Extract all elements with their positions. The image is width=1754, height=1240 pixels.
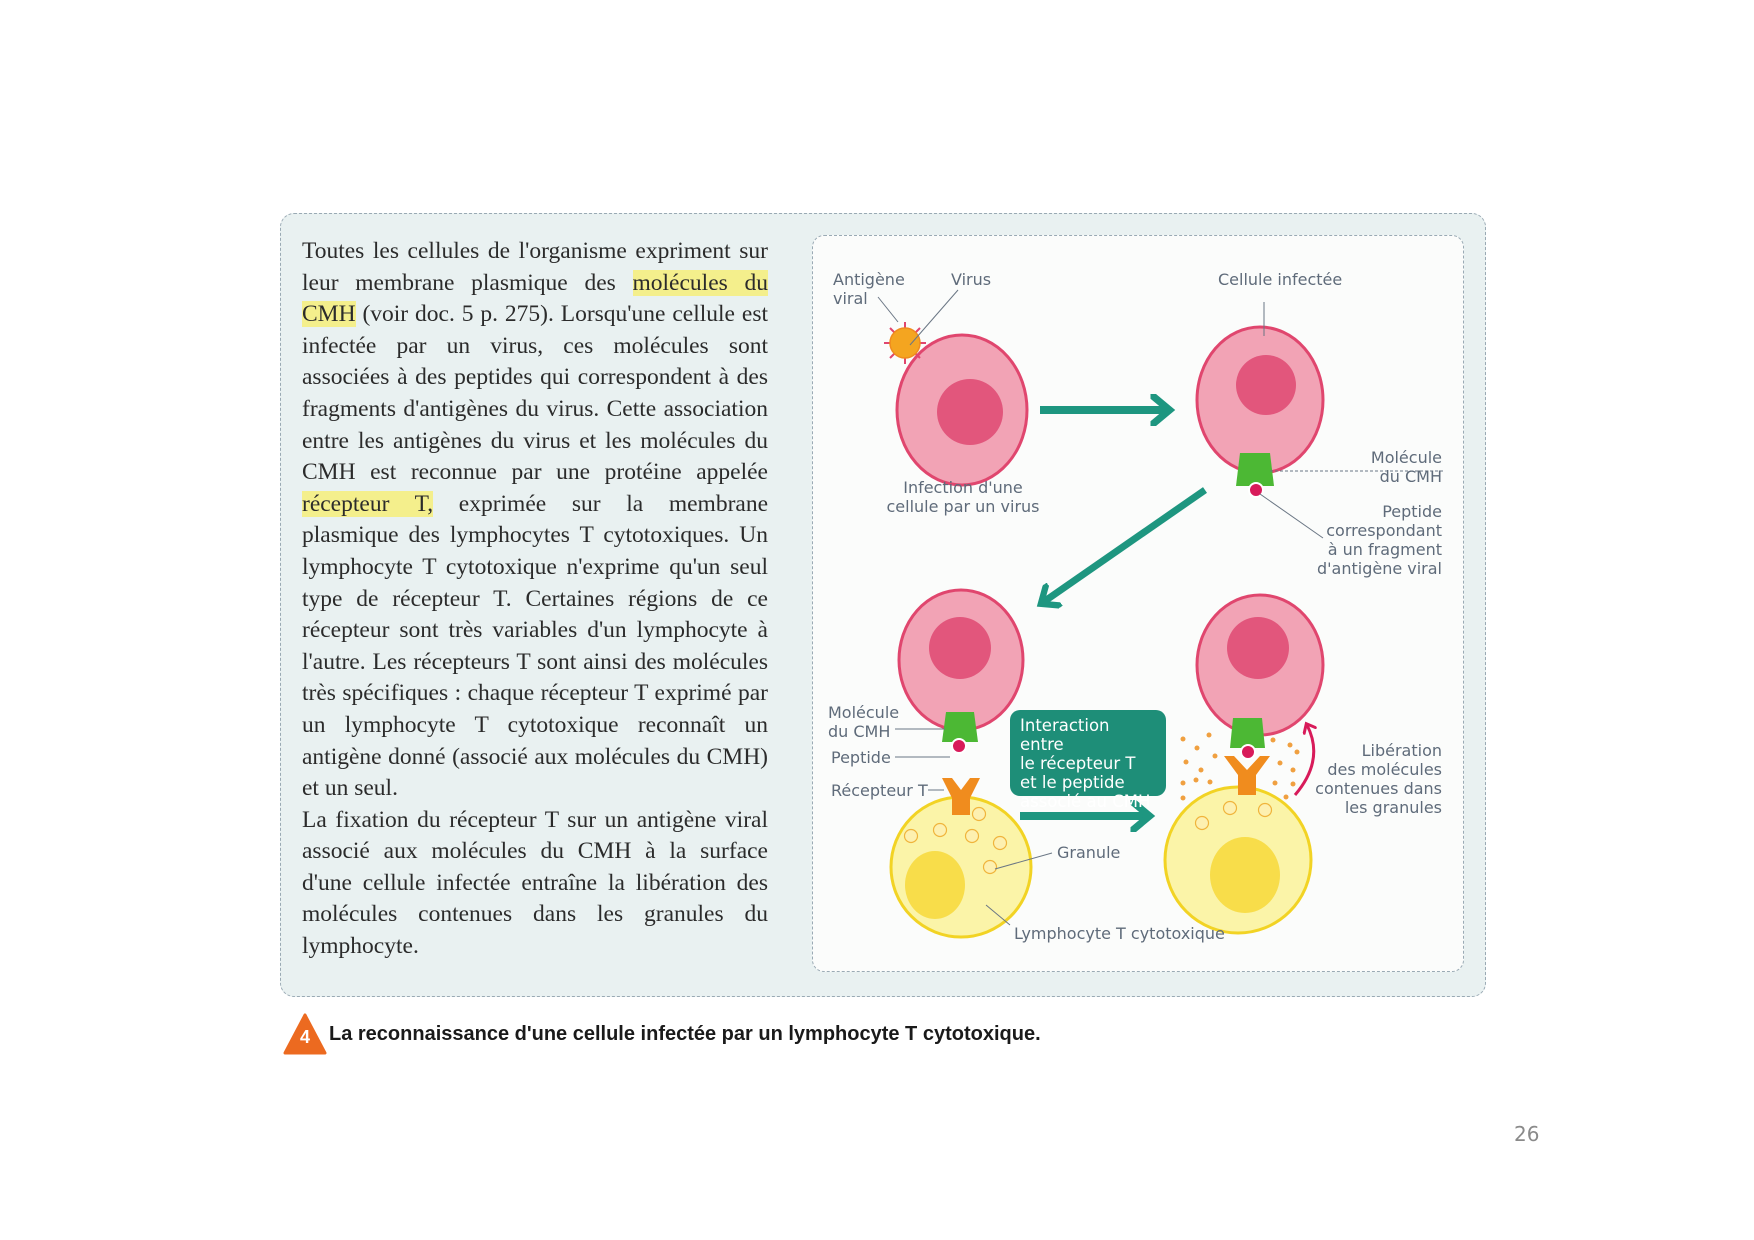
granules — [1194, 800, 1273, 831]
caption-text: La reconnaissance d'une cellule infectée… — [329, 1022, 1041, 1045]
leader-lymphocyte — [985, 904, 1011, 926]
arrow-liberation — [1293, 725, 1314, 796]
label-peptide-left: Peptide — [831, 748, 891, 767]
peptide-icon — [1240, 744, 1256, 760]
peptide-icon — [951, 738, 967, 754]
leader-virus — [909, 289, 959, 346]
paragraph-1: Toutes les cellules de l'organisme expri… — [302, 238, 769, 802]
nucleus — [937, 379, 1003, 445]
label-lymphocyte: Lymphocyte T cytotoxique — [1014, 924, 1225, 943]
receptor-t-icon — [1224, 756, 1270, 795]
lymphocyte-left — [889, 778, 1033, 939]
peptide-icon — [1248, 482, 1264, 498]
receptor-t-icon — [942, 778, 980, 815]
virus-icon — [884, 322, 926, 364]
mhc-molecule-icon — [1230, 718, 1265, 748]
page-number: 26 — [1514, 1122, 1540, 1146]
granules — [903, 806, 1008, 875]
label-cellule-infectee: Cellule infectée — [1218, 270, 1343, 289]
label-recepteur-t: Récepteur T — [831, 781, 928, 800]
label-granule: Granule — [1057, 843, 1121, 862]
leader-granule — [994, 852, 1053, 870]
leader-antigene — [877, 296, 899, 323]
cell-infected — [1195, 325, 1325, 498]
label-virus: Virus — [951, 270, 992, 289]
released-molecules — [1180, 732, 1300, 801]
mhc-molecule-icon — [942, 712, 978, 742]
leader-peptide-right — [1259, 493, 1324, 539]
arrow-diagonal — [1042, 487, 1207, 603]
doc-number-triangle-icon: 4 — [283, 1013, 327, 1055]
paragraph-2: La fixation du récepteur T sur un antigè… — [302, 806, 768, 960]
body-text: Toutes les cellules de l'organisme expri… — [302, 236, 768, 963]
cell-infected-bottom-left — [897, 588, 1025, 754]
mhc-molecule-icon — [1236, 453, 1274, 486]
interaction-box: Interaction entre le récepteur T et le p… — [1010, 710, 1166, 811]
figure-caption: 4 La reconnaissance d'une cellule infect… — [283, 1012, 1041, 1056]
cell-infected-bottom-right — [1195, 593, 1325, 760]
cell-infection — [895, 333, 1029, 487]
lymphocyte-right — [1163, 756, 1313, 935]
highlight-recepteur-t: récepteur T, — [302, 490, 434, 517]
